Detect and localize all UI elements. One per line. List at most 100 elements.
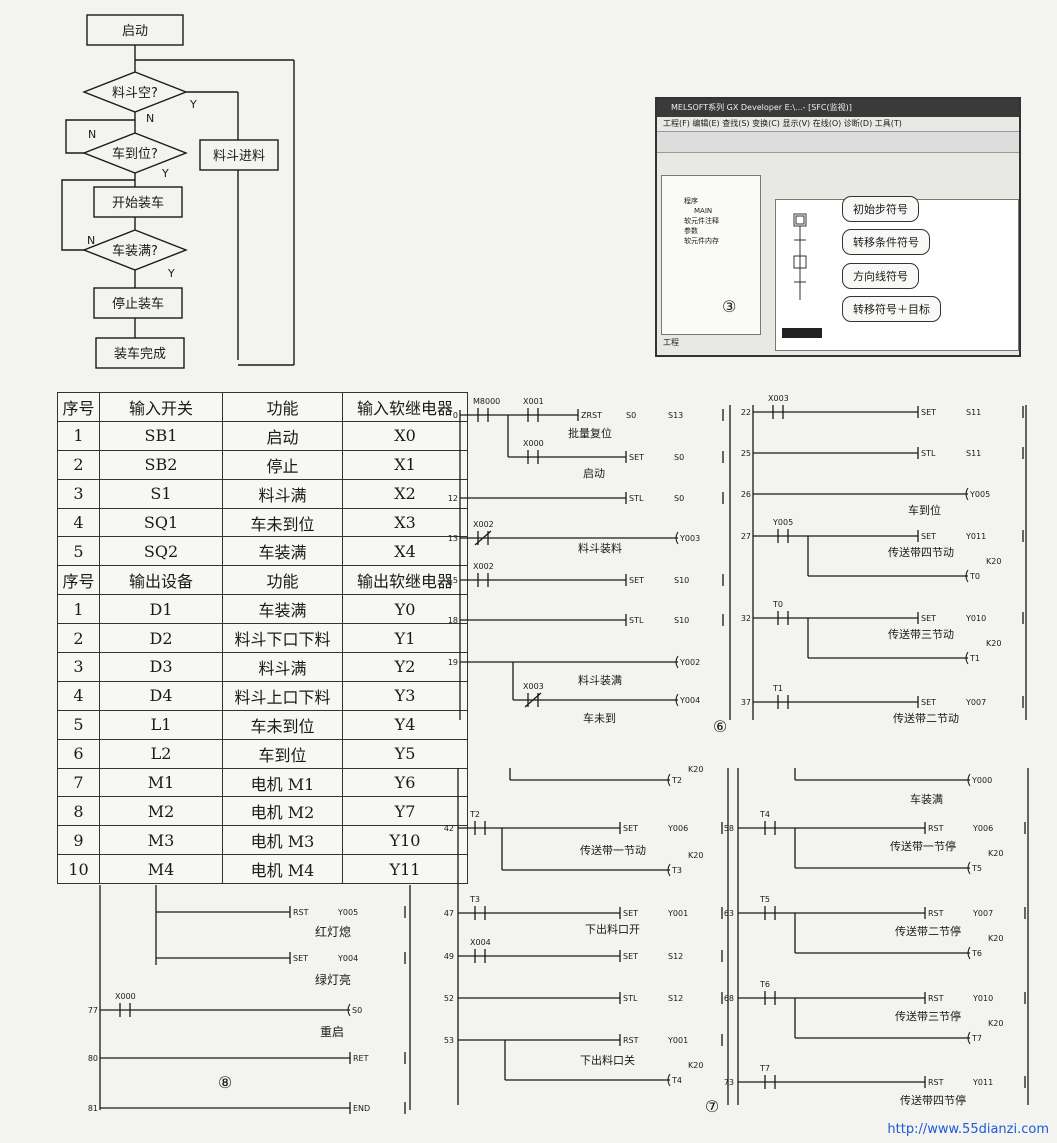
start-loading-box [93,186,183,218]
operand-label: Y006 [972,824,993,833]
loading-done-box [95,337,185,369]
flow-label-n2: N [88,128,96,141]
coil-arc [675,655,679,669]
coil-arc [967,773,971,787]
table-cell: 料斗上口下料 [222,680,343,711]
instruction-label: STL [629,494,644,503]
table-cell: SB2 [99,449,223,480]
step-number: 13 [448,534,458,543]
table-cell: 输入软继电器 [342,392,468,422]
output-header-row: 序号输出设备功能输出软继电器 [57,565,468,596]
tree-item-memory[interactable]: 软元件内存 [684,237,719,245]
sfc-symbols [782,213,822,338]
project-tab[interactable]: 工程 [663,338,679,347]
contact-label: T4 [759,810,770,819]
operand-label: S11 [966,408,981,417]
comment-label: 启动 [583,467,605,480]
table-cell: D1 [99,594,223,625]
table-cell: 车未到位 [222,709,343,740]
table-cell: 序号 [57,565,100,596]
contact-label: M8000 [473,397,500,406]
step-number: 49 [444,952,454,961]
step-number: 18 [448,616,458,625]
hopper-feed-box [199,139,279,171]
table-cell: Y7 [342,796,468,827]
flow-loading-done-label: 装车完成 [114,346,166,362]
tree-item-program[interactable]: 程序 [684,197,698,205]
coil-arc [675,693,679,707]
instruction-label: RST [623,1036,639,1045]
coil-arc [967,1031,971,1045]
step-number: 26 [741,490,751,499]
table-cell: 2 [57,623,100,654]
table-cell: 序号 [57,392,100,422]
callout-direction: 方向线符号 [842,263,919,289]
table-cell: 10 [57,854,100,885]
step-number: 19 [448,658,458,667]
instruction-label: STL [623,994,638,1003]
table-cell: SB1 [99,420,223,451]
operand-label: Y010 [965,614,986,623]
comment-label: 传送带二节停 [895,924,961,938]
comment-label: 传送带三节动 [888,627,954,641]
contact-label: T5 [759,895,770,904]
step-number: 52 [444,994,454,1003]
operand-label: T5 [971,864,982,873]
operand-label: S10 [674,616,689,625]
table-cell: 车装满 [222,536,343,567]
table-cell: 料斗满 [222,652,343,682]
figure-number-6: ⑥ [713,717,727,736]
table-cell: M4 [99,854,223,885]
table-cell: SQ2 [99,536,223,567]
flow-hopper-empty-label: 料斗空? [112,86,158,101]
callout-transition: 转移条件符号 [842,229,930,255]
comment-label: 传送带二节动 [893,711,959,725]
comment-label: 绿灯亮 [315,972,351,987]
operand-label: Y002 [679,658,700,667]
operand-label: T2 [671,776,682,785]
contact-label: X000 [115,992,136,1001]
step-number: 22 [741,408,751,417]
operand-label: Y006 [667,824,688,833]
contact-label: T3 [469,895,480,904]
flow-label-n1: N [146,112,154,125]
tree-item-param[interactable]: 参数 [684,227,698,235]
table-cell: 3 [57,652,100,682]
const-label: K20 [986,557,1001,566]
coil-arc [667,863,671,877]
operand-label: Y004 [679,696,700,705]
table-cell: 功能 [222,392,343,422]
comment-label: 车到位 [908,503,941,517]
instruction-label: END [353,1104,370,1113]
watermark-url: http://www.55dianzi.com [887,1122,1049,1137]
table-cell: Y0 [342,594,468,625]
table-cell: 功能 [222,565,343,596]
tree-item-main[interactable]: MAIN [694,207,713,215]
coil-arc [965,487,969,501]
operand-label: T3 [671,866,682,875]
operand-label: Y001 [667,1036,688,1045]
const-label: K20 [688,851,703,860]
coil-arc [347,1003,351,1017]
flow-start-loading-label: 开始装车 [112,195,164,211]
contact-label: X002 [473,520,494,529]
instruction-label: RST [928,994,944,1003]
contact-label: T0 [772,600,783,609]
step-number: 73 [724,1078,734,1087]
comment-label: 重启 [320,1025,344,1039]
figure-number-7: ⑦ [705,1097,719,1116]
contact-label: Y005 [772,518,793,527]
tree-item-comment[interactable]: 软元件注释 [684,217,719,225]
comment-label: 车未到 [583,711,616,725]
window-title: MELSOFT系列 GX Developer E:\...- [SFC(监视)] [657,99,1019,117]
